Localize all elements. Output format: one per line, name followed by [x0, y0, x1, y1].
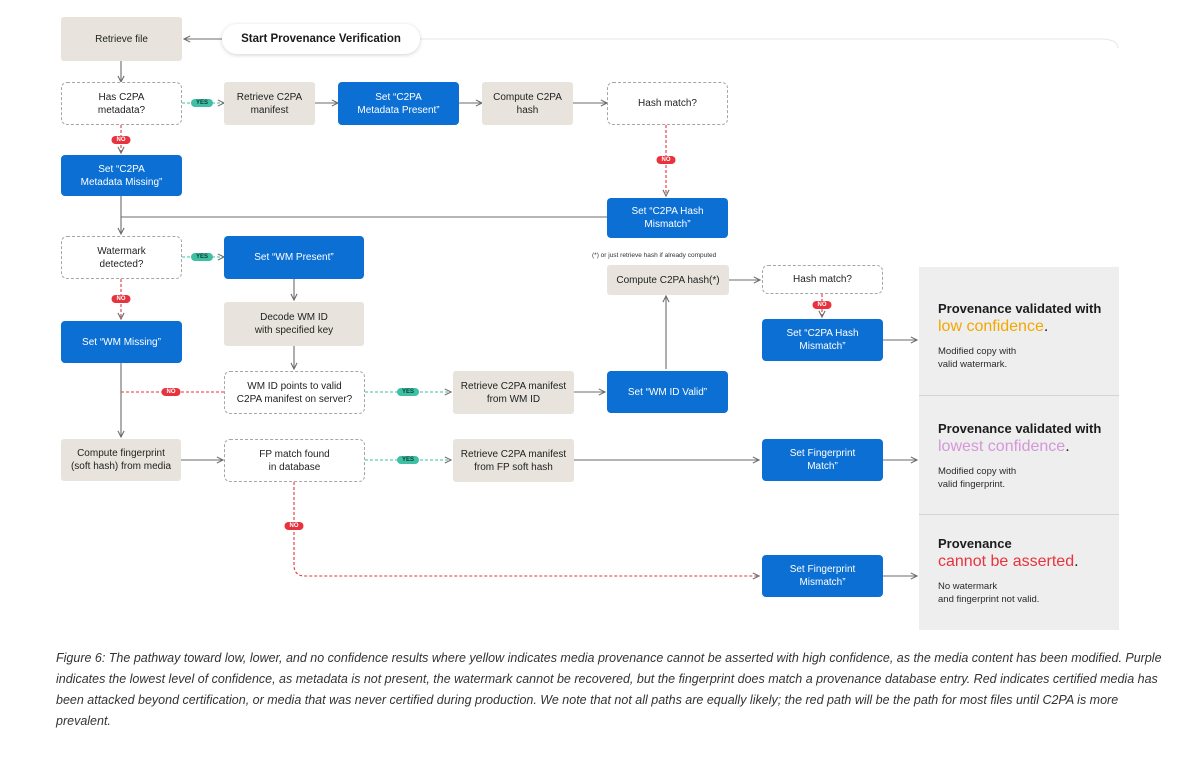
result-level: cannot be asserted. [938, 553, 1079, 570]
result-level-text: low confidence [938, 318, 1044, 335]
retrieve-manifest-box: Retrieve C2PA manifest [224, 82, 315, 125]
decode-wm-box: Decode WM ID with specified key [224, 302, 364, 346]
provenance-flowchart: Start Provenance Verification Retrieve f… [61, 17, 1119, 630]
yes-badge-watermark: YES [190, 253, 214, 261]
result-title: Provenance [938, 536, 1012, 551]
result-level: low confidence. [938, 318, 1049, 335]
edge-no-fp-match [293, 482, 759, 576]
result-description: Modified copy with valid watermark. [938, 346, 1017, 370]
no-badge-watermark: NO [111, 295, 131, 303]
set-metadata-present-box: Set “C2PA Metadata Present” [338, 82, 459, 125]
result-description: No watermark and fingerprint not valid. [938, 581, 1040, 605]
set-wm-valid-box: Set “WM ID Valid” [607, 371, 728, 413]
hash-match-decision-2: Hash match? [762, 265, 883, 294]
start-pill: Start Provenance Verification [222, 24, 420, 54]
result-cannot-be-asserted: Provenance cannot be asserted. No waterm… [919, 514, 1119, 630]
has-c2pa-decision: Has C2PA metadata? [61, 82, 182, 125]
result-lowest-confidence: Provenance validated with lowest confide… [919, 395, 1119, 514]
edge-hash-mismatch-to-wm [121, 216, 607, 234]
result-level-text: cannot be asserted [938, 553, 1075, 570]
no-badge-hash-match-1: NO [656, 156, 676, 164]
no-badge-wm-points: NO [161, 388, 181, 396]
retrieve-manifest-fp-box: Retrieve C2PA manifest from FP soft hash [453, 439, 574, 482]
result-title: Provenance validated with [938, 421, 1102, 436]
result-low-confidence: Provenance validated with low confidence… [919, 267, 1119, 395]
compute-fingerprint-box: Compute fingerprint (soft hash) from med… [61, 439, 181, 481]
yes-badge-wm-points: YES [396, 388, 420, 396]
result-title: Provenance validated with [938, 301, 1102, 316]
retrieve-file-box: Retrieve file [61, 17, 182, 61]
fp-match-decision: FP match found in database [224, 439, 365, 482]
compute-hash-box: Compute C2PA hash [482, 82, 573, 125]
figure-caption: Figure 6: The pathway toward low, lower,… [56, 651, 1162, 728]
set-fingerprint-match-box: Set Fingerprint Match” [762, 439, 883, 481]
hash-match-decision-1: Hash match? [607, 82, 728, 125]
retrieve-manifest-wm-box: Retrieve C2PA manifest from WM ID [453, 371, 574, 414]
no-badge-fp-match: NO [284, 522, 304, 530]
hash-note: (*) or just retrieve hash if already com… [592, 252, 717, 259]
results-panel: Provenance validated with low confidence… [919, 267, 1119, 630]
set-fingerprint-mismatch-box: Set Fingerprint Mismatch” [762, 555, 883, 597]
yes-badge-fp-match: YES [396, 456, 420, 464]
no-badge-has-c2pa: NO [111, 136, 131, 144]
result-description: Modified copy with valid fingerprint. [938, 466, 1017, 490]
set-wm-missing-box: Set “WM Missing” [61, 321, 182, 363]
set-metadata-missing-box: Set “C2PA Metadata Missing” [61, 155, 182, 196]
header-rule [420, 38, 1119, 49]
result-level: lowest confidence. [938, 438, 1070, 455]
watermark-detected-decision: Watermark detected? [61, 236, 182, 279]
set-hash-mismatch-box-2: Set “C2PA Hash Mismatch” [762, 319, 883, 361]
compute-hash-star-box: Compute C2PA hash(*) [607, 265, 729, 295]
yes-badge-has-c2pa: YES [190, 99, 214, 107]
set-hash-mismatch-box-1: Set “C2PA Hash Mismatch” [607, 198, 728, 238]
wm-points-valid-decision: WM ID points to valid C2PA manifest on s… [224, 371, 365, 414]
set-wm-present-box: Set “WM Present” [224, 236, 364, 279]
result-level-text: lowest confidence [938, 438, 1066, 455]
no-badge-hash-match-2: NO [812, 301, 832, 309]
